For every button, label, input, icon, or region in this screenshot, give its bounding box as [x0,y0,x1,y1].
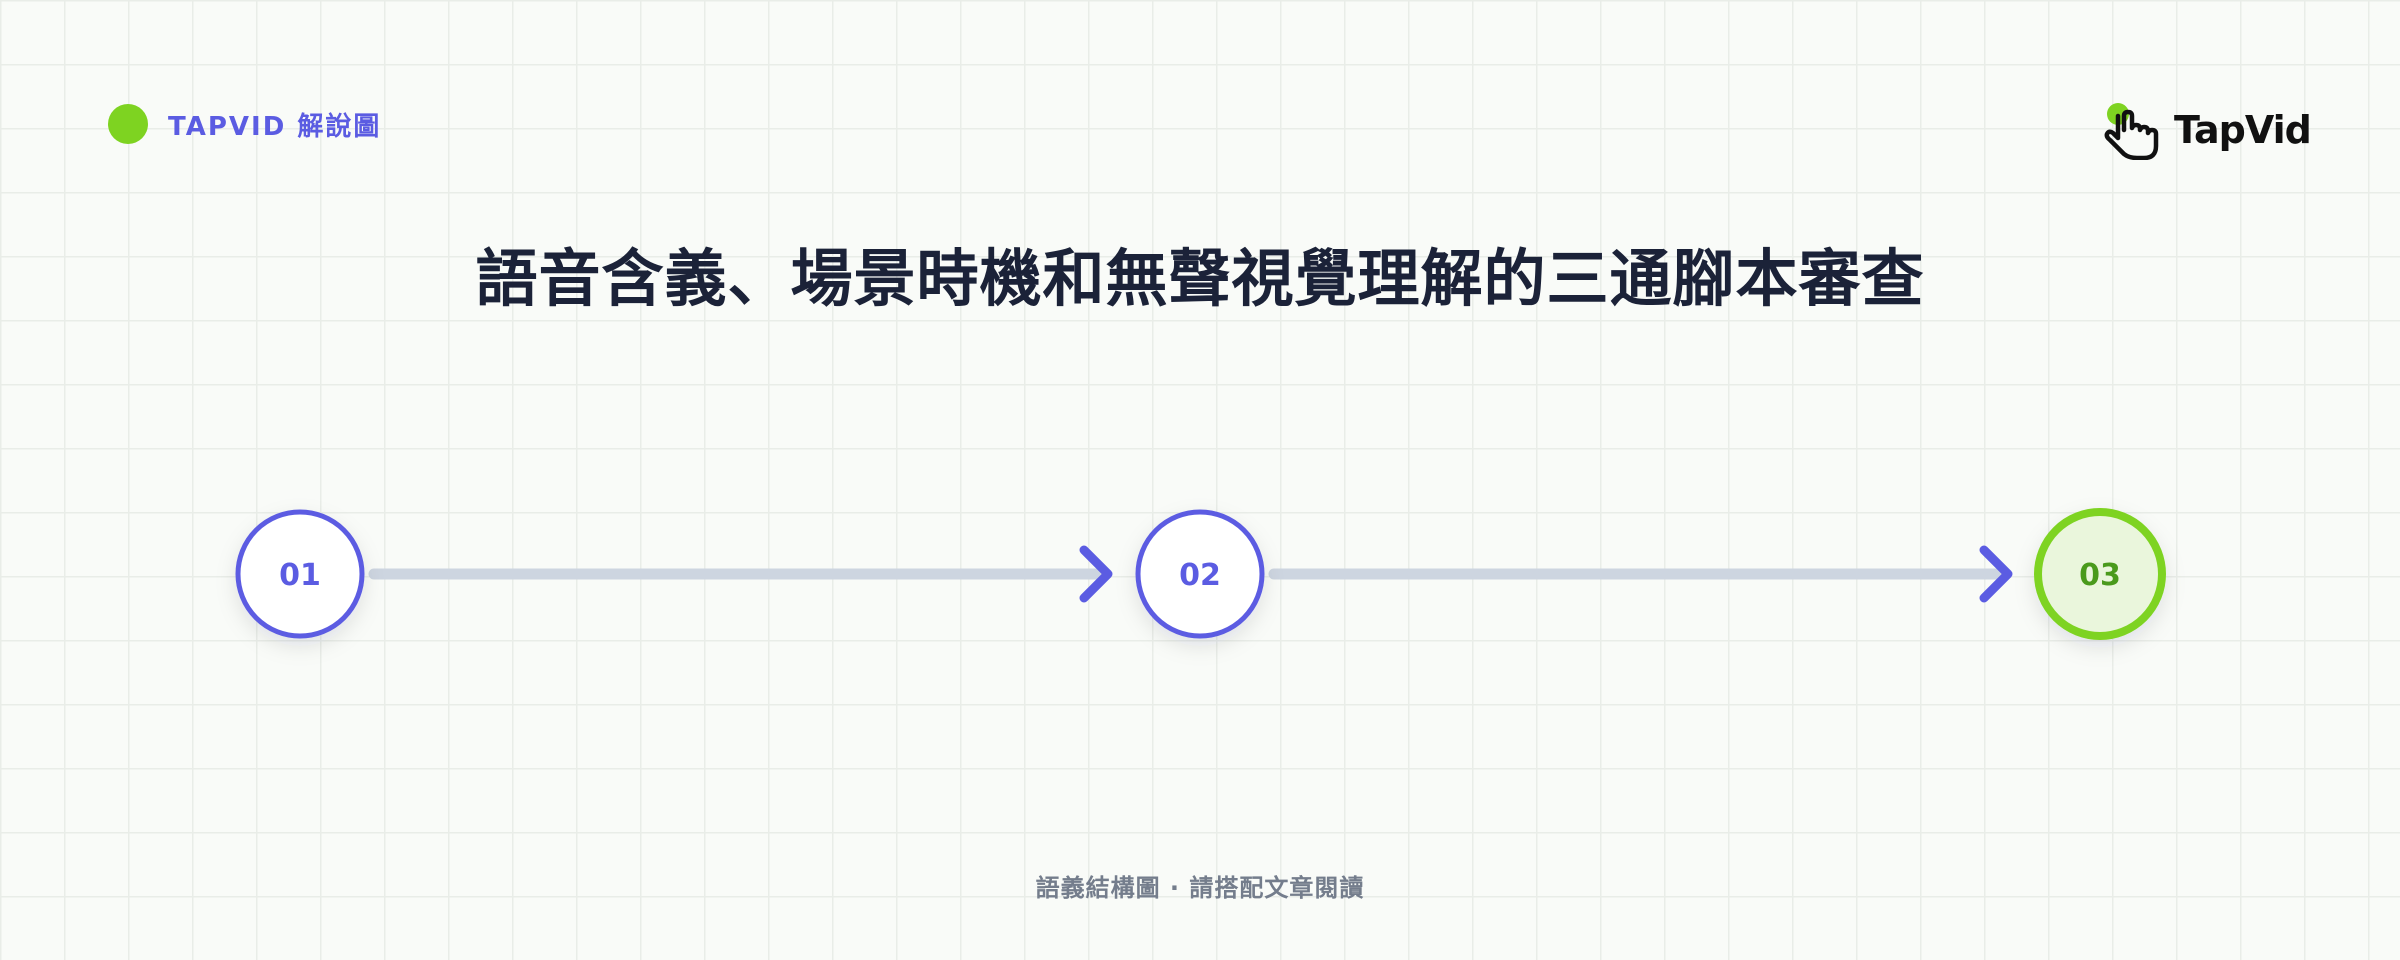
brand-tag-label: TAPVID 解說圖 [168,111,382,142]
step-node-2: 02 [1135,509,1265,639]
step-node-1: 01 [235,509,365,639]
step-node-3: 03 [2034,508,2166,640]
brand-tag: TAPVID 解說圖 [108,104,381,144]
step-node-label: 01 [279,558,321,593]
arrow-right-icon [1979,545,2013,603]
tapvid-logo: TapVid [2104,100,2312,160]
step-node-label: 02 [1179,558,1221,593]
tap-hand-icon [2104,103,2159,160]
page-title: 語音含義、場景時機和無聲視覺理解的三通腳本審查 [475,242,1925,315]
arrow-right-icon [1079,545,1113,603]
connector-2 [1268,545,2013,603]
footer-caption: 語義結構圖 · 請搭配文章閱讀 [1035,874,1365,902]
brand-dot-icon [108,104,148,144]
connector-1 [368,545,1113,603]
logo-text: TapVid [2174,108,2312,152]
step-node-label: 03 [2079,558,2121,593]
